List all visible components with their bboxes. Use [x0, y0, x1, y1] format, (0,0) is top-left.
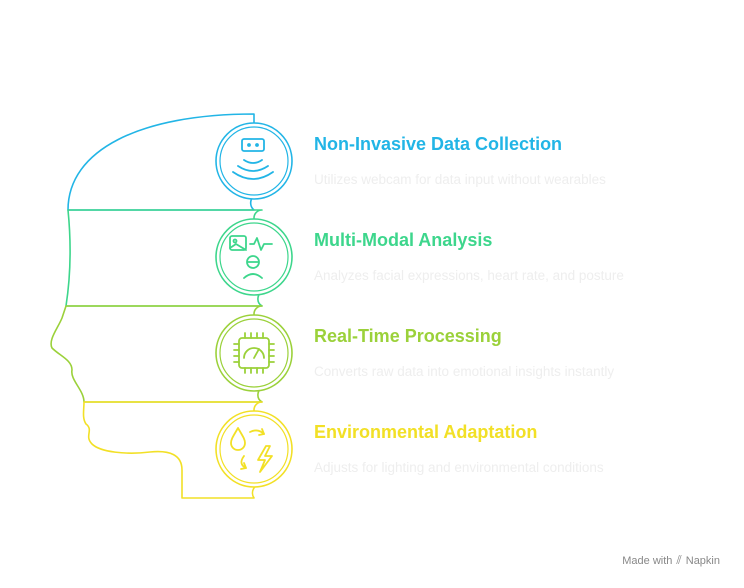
item-desc-multi-modal: Analyzes facial expressions, heart rate,…	[314, 268, 624, 283]
item-title-multi-modal: Multi-Modal Analysis	[314, 230, 493, 250]
icon-circle-4	[215, 410, 293, 488]
icon-circle-2	[215, 218, 293, 296]
drop-cycle-bolt-icon	[230, 427, 273, 473]
webcam-signal-icon	[232, 138, 274, 180]
item-title-environmental: Environmental Adaptation	[314, 422, 538, 442]
footer-made-with: Made with	[622, 554, 673, 567]
napkin-logo-icon: ⫽	[676, 553, 682, 567]
image-heartbeat-face-icon	[229, 235, 273, 279]
icon-circle-1	[215, 122, 293, 200]
item-title-real-time: Real-Time Processing	[314, 326, 502, 346]
head-band-2	[65, 209, 263, 307]
footer-brand: Napkin	[685, 554, 720, 567]
footer-attribution: Made with ⫽ Napkin	[622, 553, 720, 568]
chip-gauge-icon	[233, 332, 275, 374]
item-desc-environmental: Adjusts for lighting and environmental c…	[314, 460, 604, 475]
item-desc-non-invasive: Utilizes webcam for data input without w…	[314, 172, 606, 187]
item-title-non-invasive: Non-Invasive Data Collection	[314, 134, 563, 154]
icon-circle-3	[215, 314, 293, 392]
item-desc-real-time: Converts raw data into emotional insight…	[314, 364, 615, 379]
